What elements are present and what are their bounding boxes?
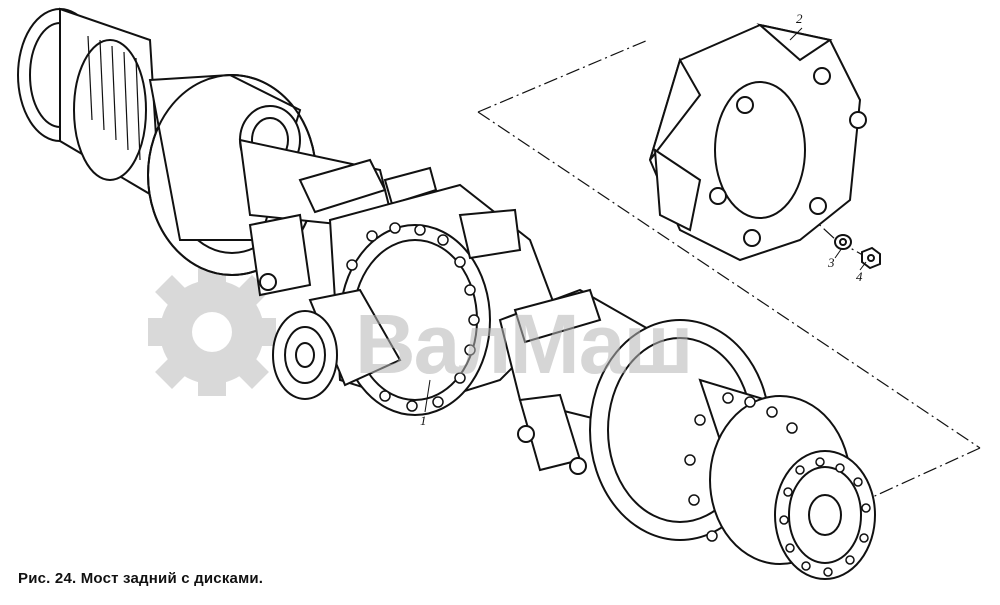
left-hub-hatching [87,35,141,161]
left-axle-tube [238,138,438,297]
callout-1: 1 [420,413,427,428]
callout-3: 3 [828,255,835,270]
watermark-text: ВалМаш [355,297,693,391]
nut-part [861,246,881,270]
washer-part [834,234,852,250]
figure-caption: Рис. 24. Мост задний с дисками. [18,570,264,587]
right-wheel-hub [589,319,876,580]
brake-disc-part [648,23,867,262]
callout-4: 4 [856,269,863,284]
right-hub-studs [684,392,871,577]
watermark-gear-icon [148,268,276,396]
callout-2: 2 [796,11,803,26]
drive-flange [272,288,402,400]
callout-leaders [424,27,867,413]
